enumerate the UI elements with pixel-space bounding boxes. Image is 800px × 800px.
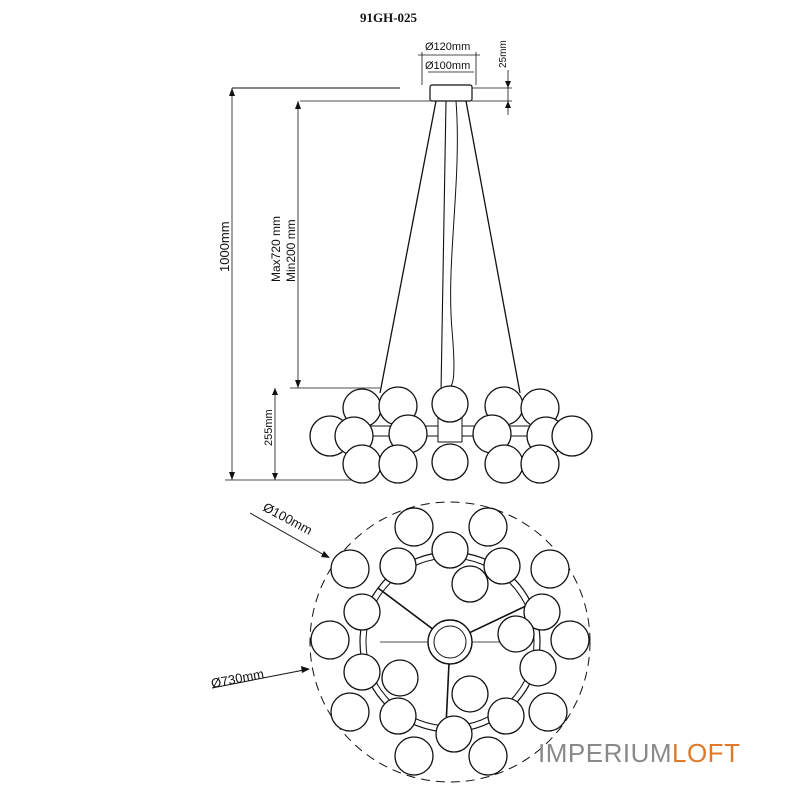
canopy [429, 84, 473, 102]
arrow-total-bot [229, 472, 235, 480]
side-globes [309, 385, 593, 484]
leader-fixture-diameter [211, 669, 305, 689]
label-globe-diameter: Ø100mm [261, 499, 315, 537]
arrow-body-top [272, 388, 278, 395]
center-hub-inner [433, 625, 467, 659]
label-body-height: 255mm [263, 409, 275, 446]
arrow-cable-top [295, 101, 301, 109]
label-canopy-inner: Ø100mm [425, 60, 470, 72]
label-canopy-outer: Ø120mm [425, 41, 470, 53]
cable-left [379, 100, 437, 394]
arrow-canopy-h-bot [505, 101, 511, 108]
label-canopy-height: 25mm [498, 40, 509, 68]
label-cable-min: Min200 mm [284, 219, 298, 282]
brand-part-1: IMPERIUM [538, 738, 672, 768]
arrow-total-top [229, 88, 235, 96]
leader-globe-diameter [249, 512, 327, 557]
model-code: 91GH-025 [360, 10, 418, 25]
brand-part-2: LOFT [672, 738, 740, 768]
cable-center-a [440, 100, 447, 393]
brand-logo: IMPERIUMLOFT [538, 738, 740, 768]
arrow-canopy-h-top [505, 81, 511, 88]
power-cord [449, 100, 458, 393]
label-total-height: 1000mm [217, 221, 232, 272]
arrow-cable-bot [295, 380, 301, 388]
label-fixture-diameter: Ø730mm [210, 666, 265, 691]
arrow-fixture-diameter [301, 666, 310, 673]
label-cable-max: Max720 mm [269, 216, 283, 282]
cable-right [465, 100, 521, 394]
top-globes [310, 507, 590, 776]
arrow-body-bot [272, 473, 278, 480]
arrow-globe-diameter [321, 551, 330, 558]
fixture-outline-dashed [309, 501, 591, 783]
